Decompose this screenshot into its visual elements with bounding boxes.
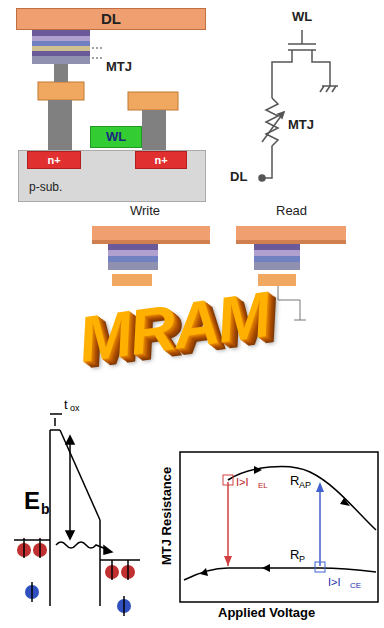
threshold-label: I>I: [328, 576, 341, 588]
mtj-stack: [32, 30, 104, 64]
threshold-label: I>I: [236, 476, 249, 488]
mode-label: Read: [276, 204, 307, 218]
title-art: MRAM: [74, 279, 273, 375]
doped-region: n+: [135, 151, 187, 169]
node-label: n+: [136, 154, 186, 166]
doped-region: n+: [27, 151, 81, 169]
subscript: P: [299, 555, 305, 565]
signal-name: WL: [292, 10, 312, 24]
spin-electrons: [17, 538, 135, 616]
write-stack: [92, 226, 210, 286]
subscript: AP: [299, 481, 311, 491]
axis-title: MTJ Resistance: [160, 467, 174, 565]
mode-label: Write: [130, 204, 160, 218]
data-line-bar: DL: [16, 8, 206, 30]
hysteresis-chart: [180, 452, 378, 602]
node-label: n+: [28, 154, 80, 166]
curve-label: R: [290, 548, 299, 562]
subscript: EL: [258, 482, 268, 491]
part-name: MTJ: [288, 118, 314, 132]
substrate-region: p-sub. n+ n+: [18, 150, 206, 202]
curve-label: R: [290, 474, 299, 488]
word-line-gate: WL: [90, 126, 142, 148]
vias: [38, 64, 178, 152]
signal-name: DL: [230, 170, 247, 184]
subscript: ox: [70, 404, 80, 414]
part-name: MTJ: [106, 60, 132, 74]
axis-title: Applied Voltage: [218, 606, 315, 620]
subscript: b: [41, 502, 50, 517]
band-diagram: [14, 414, 140, 606]
thickness-symbol: t: [64, 398, 68, 412]
node-label: DL: [17, 11, 205, 28]
energy-symbol: E: [24, 488, 40, 514]
node-label: p-sub.: [29, 181, 205, 194]
subscript: CE: [350, 582, 361, 591]
cell-schematic: [259, 30, 338, 181]
node-label: WL: [91, 130, 141, 144]
